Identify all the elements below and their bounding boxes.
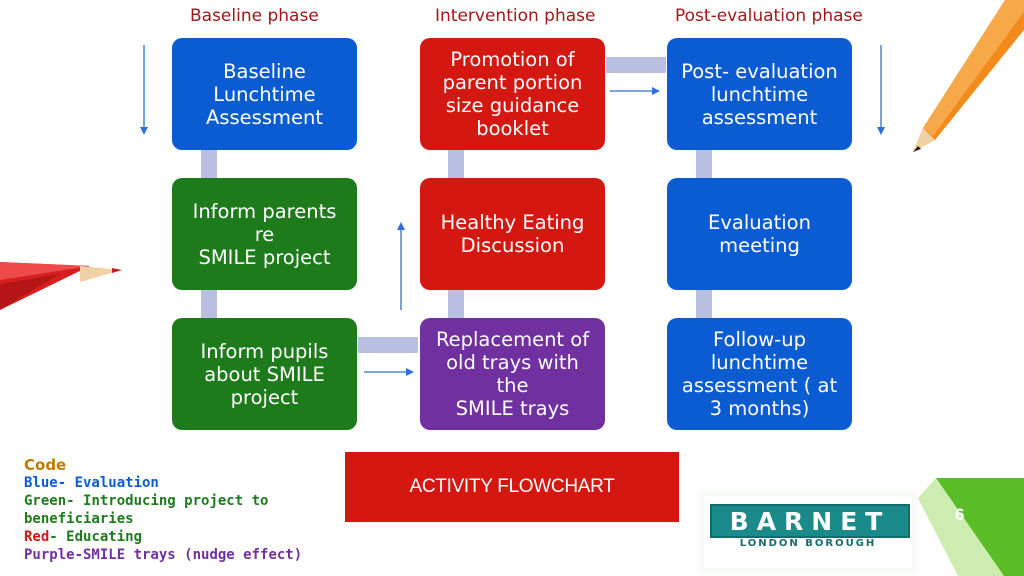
connector-post-2 — [696, 290, 712, 318]
connector-promotion-post — [606, 57, 666, 73]
box-healthy-eating: Healthy Eating Discussion — [420, 178, 605, 290]
legend-purple-text: -SMILE trays (nudge effect) — [74, 547, 303, 563]
page-number-tab — [918, 478, 1024, 576]
barnet-logo: BARNET LONDON BOROUGH — [704, 496, 912, 568]
arrow-down-right-icon — [877, 45, 885, 135]
legend-red-key: Red — [24, 529, 50, 545]
box-post-assessment: Post- evaluation lunchtime assessment — [667, 38, 852, 150]
box-followup-assessment: Follow-up lunchtime assessment ( at 3 mo… — [667, 318, 852, 430]
legend-purple: Purple-SMILE trays (nudge effect) — [24, 546, 302, 564]
connector-intervention-1 — [448, 150, 464, 178]
arrow-up-middle-icon — [397, 222, 405, 310]
legend-red: Red- Educating — [24, 528, 302, 546]
box-inform-parents: Inform parents re SMILE project — [172, 178, 357, 290]
connector-baseline-1 — [201, 150, 217, 178]
legend-blue-text: - Evaluation — [57, 475, 159, 491]
arrow-right-bottom-icon — [364, 368, 414, 376]
phase-baseline-heading: Baseline phase — [190, 6, 319, 26]
connector-intervention-2 — [448, 290, 464, 318]
legend-red-text: - Educating — [49, 529, 143, 545]
arrow-down-left-icon — [140, 45, 148, 135]
box-inform-pupils: Inform pupils about SMILE project — [172, 318, 357, 430]
page-number: 6 — [955, 505, 965, 524]
connector-baseline-2 — [201, 290, 217, 318]
phase-intervention-heading: Intervention phase — [435, 6, 596, 26]
red-pencil-icon — [0, 262, 122, 310]
connector-post-1 — [696, 150, 712, 178]
orange-pencil-icon — [913, 0, 1024, 152]
legend-purple-key: Purple — [24, 547, 75, 563]
activity-flowchart-banner: ACTIVITY FLOWCHART — [345, 452, 679, 522]
box-promotion-booklet: Promotion of parent portion size guidanc… — [420, 38, 605, 150]
connector-pupils-replacement — [358, 337, 418, 353]
legend-blue-key: Blue — [24, 475, 58, 491]
box-replacement-trays: Replacement of old trays with the SMILE … — [420, 318, 605, 430]
legend-green-text: - Introducing project to — [66, 493, 269, 509]
arrow-right-top-icon — [610, 87, 660, 95]
color-code-legend: Code Blue- Evaluation Green- Introducing… — [24, 456, 302, 564]
barnet-logo-name: BARNET — [710, 504, 910, 538]
barnet-logo-subtitle: LONDON BOROUGH — [739, 538, 877, 549]
legend-heading: Code — [24, 456, 67, 474]
phase-post-heading: Post-evaluation phase — [675, 6, 863, 26]
legend-blue: Blue- Evaluation — [24, 474, 302, 492]
legend-green-key: Green — [24, 493, 67, 509]
legend-green: Green- Introducing project to — [24, 492, 302, 510]
box-evaluation-meeting: Evaluation meeting — [667, 178, 852, 290]
box-baseline-assessment: Baseline Lunchtime Assessment — [172, 38, 357, 150]
legend-green-cont: beneficiaries — [24, 511, 134, 527]
